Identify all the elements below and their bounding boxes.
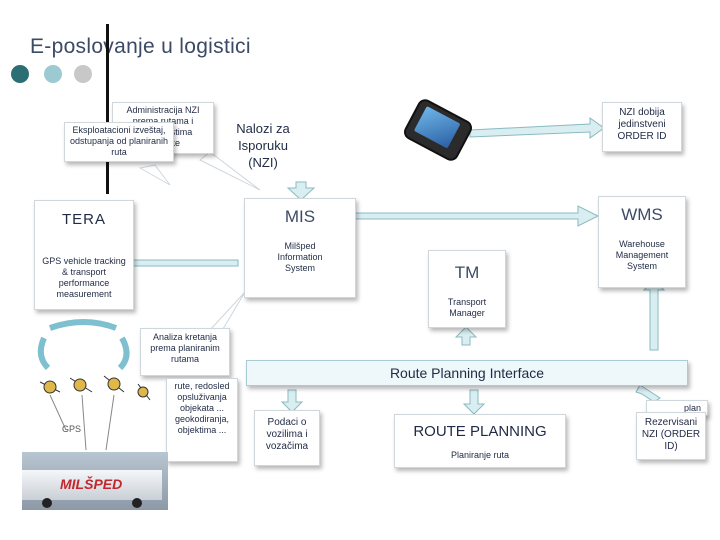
tera-desc: GPS vehicle tracking & transport perform… bbox=[42, 256, 126, 299]
tera-box: TERA GPS vehicle tracking & transport pe… bbox=[34, 200, 134, 310]
truck-brand: MILŠPED bbox=[60, 476, 123, 492]
route-planning-box: ROUTE PLANNING Planiranje ruta bbox=[394, 414, 566, 468]
title-divider bbox=[106, 24, 109, 194]
route-planning-desc: Planiranje ruta bbox=[450, 450, 510, 460]
callout-eksploatacioni: Eksploatacioni izveštaj, odstupanja od p… bbox=[64, 122, 174, 162]
podaci-text: Podaci o vozilima i vozačima bbox=[265, 417, 309, 452]
callout-rute-text: rute, redosled opsluživanja objekata ...… bbox=[174, 381, 230, 435]
route-planning-interface-bar: Route Planning Interface bbox=[246, 360, 688, 386]
tera-title: TERA bbox=[61, 211, 106, 228]
route-planning-title: ROUTE PLANNING bbox=[413, 423, 547, 440]
decor-dot-light bbox=[74, 65, 92, 83]
page-title: E-poslovanje u logistici bbox=[30, 35, 251, 58]
callout-rute: rute, redosled opsluživanja objekata ...… bbox=[166, 378, 238, 462]
truck-image: MILŠPED bbox=[22, 452, 168, 510]
arrow-rpi-to-tm bbox=[454, 326, 478, 346]
callout-tail-eksploatacioni bbox=[138, 164, 171, 186]
mis-box: MIS Milšped Information System bbox=[244, 198, 356, 298]
rezervisani-plan-text: plan bbox=[683, 403, 701, 413]
decor-dot-mid bbox=[44, 65, 62, 83]
callout-analiza: Analiza kretanja prema planiranim rutama bbox=[140, 328, 230, 376]
callout-tail-admin bbox=[199, 151, 261, 191]
order-id-note: NZI dobija jedinstveni ORDER ID bbox=[602, 102, 682, 152]
arrow-rpi-to-rezervisani bbox=[635, 384, 661, 403]
arrow-rpi-to-podaci bbox=[280, 389, 304, 413]
rezervisani-box: Rezervisani NZI (ORDER ID) bbox=[636, 412, 706, 460]
cycle-arrows-icon bbox=[37, 319, 130, 371]
tm-title: TM bbox=[454, 263, 480, 282]
podaci-box: Podaci o vozilima i vozačima bbox=[254, 410, 320, 466]
callout-analiza-text: Analiza kretanja prema planiranim rutama bbox=[150, 332, 220, 364]
wms-title: WMS bbox=[621, 205, 663, 224]
arrow-rpi-to-routeplanning bbox=[462, 389, 486, 415]
order-id-note-text: NZI dobija jedinstveni ORDER ID bbox=[617, 107, 667, 142]
rezervisani-text: Rezervisani NZI (ORDER ID) bbox=[641, 417, 701, 452]
gps-label: GPS bbox=[62, 424, 82, 434]
callout-eksploatacioni-text: Eksploatacioni izveštaj, odstupanja od p… bbox=[69, 125, 169, 157]
arrow-rpi-to-wms bbox=[642, 279, 666, 351]
decor-dot-dark bbox=[11, 65, 29, 83]
mis-desc: Milšped Information System bbox=[277, 241, 323, 273]
arrow-phone-to-orderid bbox=[469, 117, 605, 139]
wms-desc: Warehouse Management System bbox=[615, 239, 669, 271]
nalozi-label: Nalozi za Isporuku (NZI) bbox=[236, 121, 290, 170]
tm-desc: Transport Manager bbox=[447, 297, 487, 318]
satellite-icon bbox=[39, 375, 151, 451]
wms-box: WMS Warehouse Management System bbox=[598, 196, 686, 288]
arrow-mis-to-wms bbox=[329, 205, 600, 227]
arrow-nalozi-to-mis bbox=[286, 181, 316, 201]
tm-box: TM Transport Manager bbox=[428, 250, 506, 328]
mis-title: MIS bbox=[284, 207, 316, 226]
rpi-label: Route Planning Interface bbox=[389, 365, 545, 381]
